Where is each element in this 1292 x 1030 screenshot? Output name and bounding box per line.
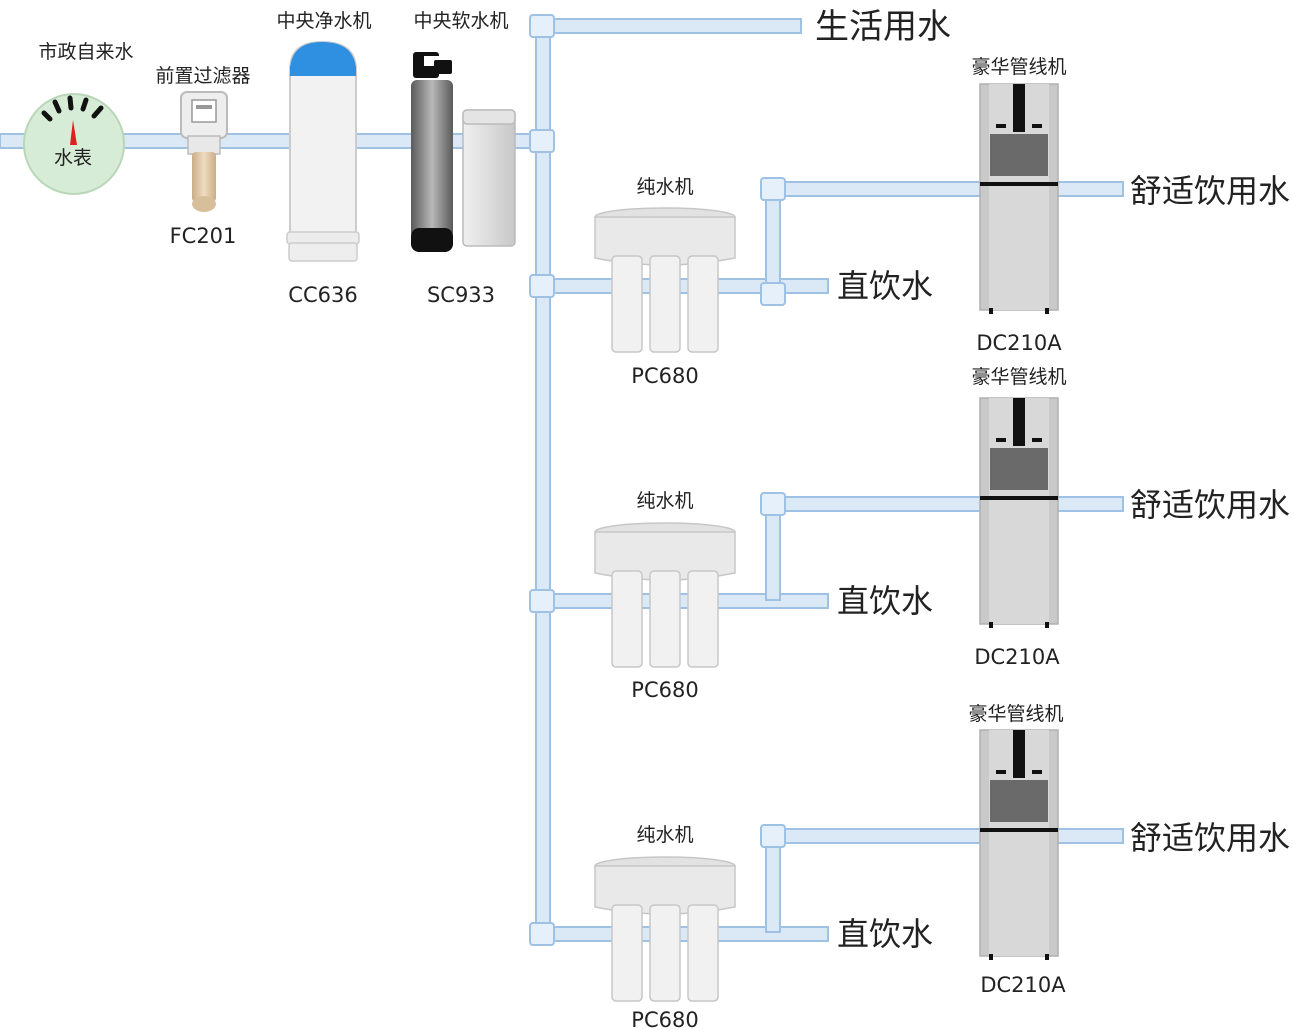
branch-3: 纯水机 PC680 直饮水 豪华管线机 DC210A 舒适饮用水 (594, 703, 1290, 1030)
pure-machine-label: 纯水机 (636, 176, 693, 198)
comfort-drink-label: 舒适饮用水 (1130, 172, 1290, 210)
central-purifier-label: 中央净水机 (276, 10, 371, 32)
pipeline-machine-model: DC210A (974, 645, 1060, 669)
pipeline-machine-label: 豪华管线机 (971, 366, 1066, 388)
central-softener (411, 52, 516, 252)
direct-drink-label: 直饮水 (837, 582, 933, 620)
joint (760, 177, 786, 201)
central-softener-model: SC933 (427, 283, 495, 307)
water-meter-label: 水表 (54, 147, 92, 169)
direct-drink-label: 直饮水 (837, 915, 933, 953)
branch-2-comfort-pipe (772, 496, 1124, 512)
pipeline-machine (979, 83, 1059, 314)
joint (760, 282, 786, 306)
joint (529, 589, 555, 613)
meter-ticks-icon (41, 95, 104, 122)
domestic-water-pipe (542, 18, 802, 34)
branch-1-comfort-pipe (772, 181, 1124, 197)
pipeline-machine (979, 397, 1059, 628)
branch-2: 纯水机 PC680 直饮水 豪华管线机 DC210A 舒适饮用水 (594, 366, 1290, 702)
pre-filter (180, 91, 228, 212)
joint (529, 129, 555, 153)
pure-machine-label: 纯水机 (636, 824, 693, 846)
pre-filter-label: 前置过滤器 (155, 65, 250, 87)
comfort-drink-label: 舒适饮用水 (1130, 819, 1290, 857)
pre-filter-model: FC201 (170, 224, 237, 248)
pure-machine-model: PC680 (631, 1008, 698, 1030)
pure-water-machine (594, 522, 736, 668)
pipeline-machine-model: DC210A (976, 331, 1062, 355)
branch-2-pipe (542, 593, 829, 609)
meter-needle-icon (70, 120, 77, 145)
direct-drink-label: 直饮水 (837, 267, 933, 305)
joint (529, 922, 555, 946)
municipal-water-label: 市政自来水 (38, 41, 133, 63)
pure-water-machine (594, 207, 736, 353)
pipeline-machine-label: 豪华管线机 (968, 703, 1063, 725)
central-softener-label: 中央软水机 (413, 10, 508, 32)
domestic-water-label: 生活用水 (815, 7, 951, 47)
pure-water-machine (594, 856, 736, 1002)
pure-machine-label: 纯水机 (636, 490, 693, 512)
pure-machine-model: PC680 (631, 678, 698, 702)
pipe-joints (529, 14, 786, 946)
joint (529, 14, 555, 38)
water-meter: 水表 (23, 93, 125, 195)
main-riser-pipe (535, 21, 551, 941)
central-purifier-model: CC636 (288, 283, 357, 307)
pipeline-machine-model: DC210A (980, 973, 1066, 997)
pipes (0, 18, 1124, 942)
branch-3-comfort-pipe (772, 828, 1124, 844)
pure-machine-model: PC680 (631, 364, 698, 388)
central-purifier (286, 40, 360, 262)
pipeline-machine-label: 豪华管线机 (971, 56, 1066, 78)
pipeline-machine (979, 729, 1059, 960)
joint (760, 824, 786, 848)
comfort-drink-label: 舒适饮用水 (1130, 486, 1290, 524)
joint (760, 492, 786, 516)
joint (529, 274, 555, 298)
branch-1: 纯水机 PC680 直饮水 豪华管线机 DC210A 舒适饮用水 (594, 56, 1290, 388)
branch-3-pipe (542, 926, 829, 942)
